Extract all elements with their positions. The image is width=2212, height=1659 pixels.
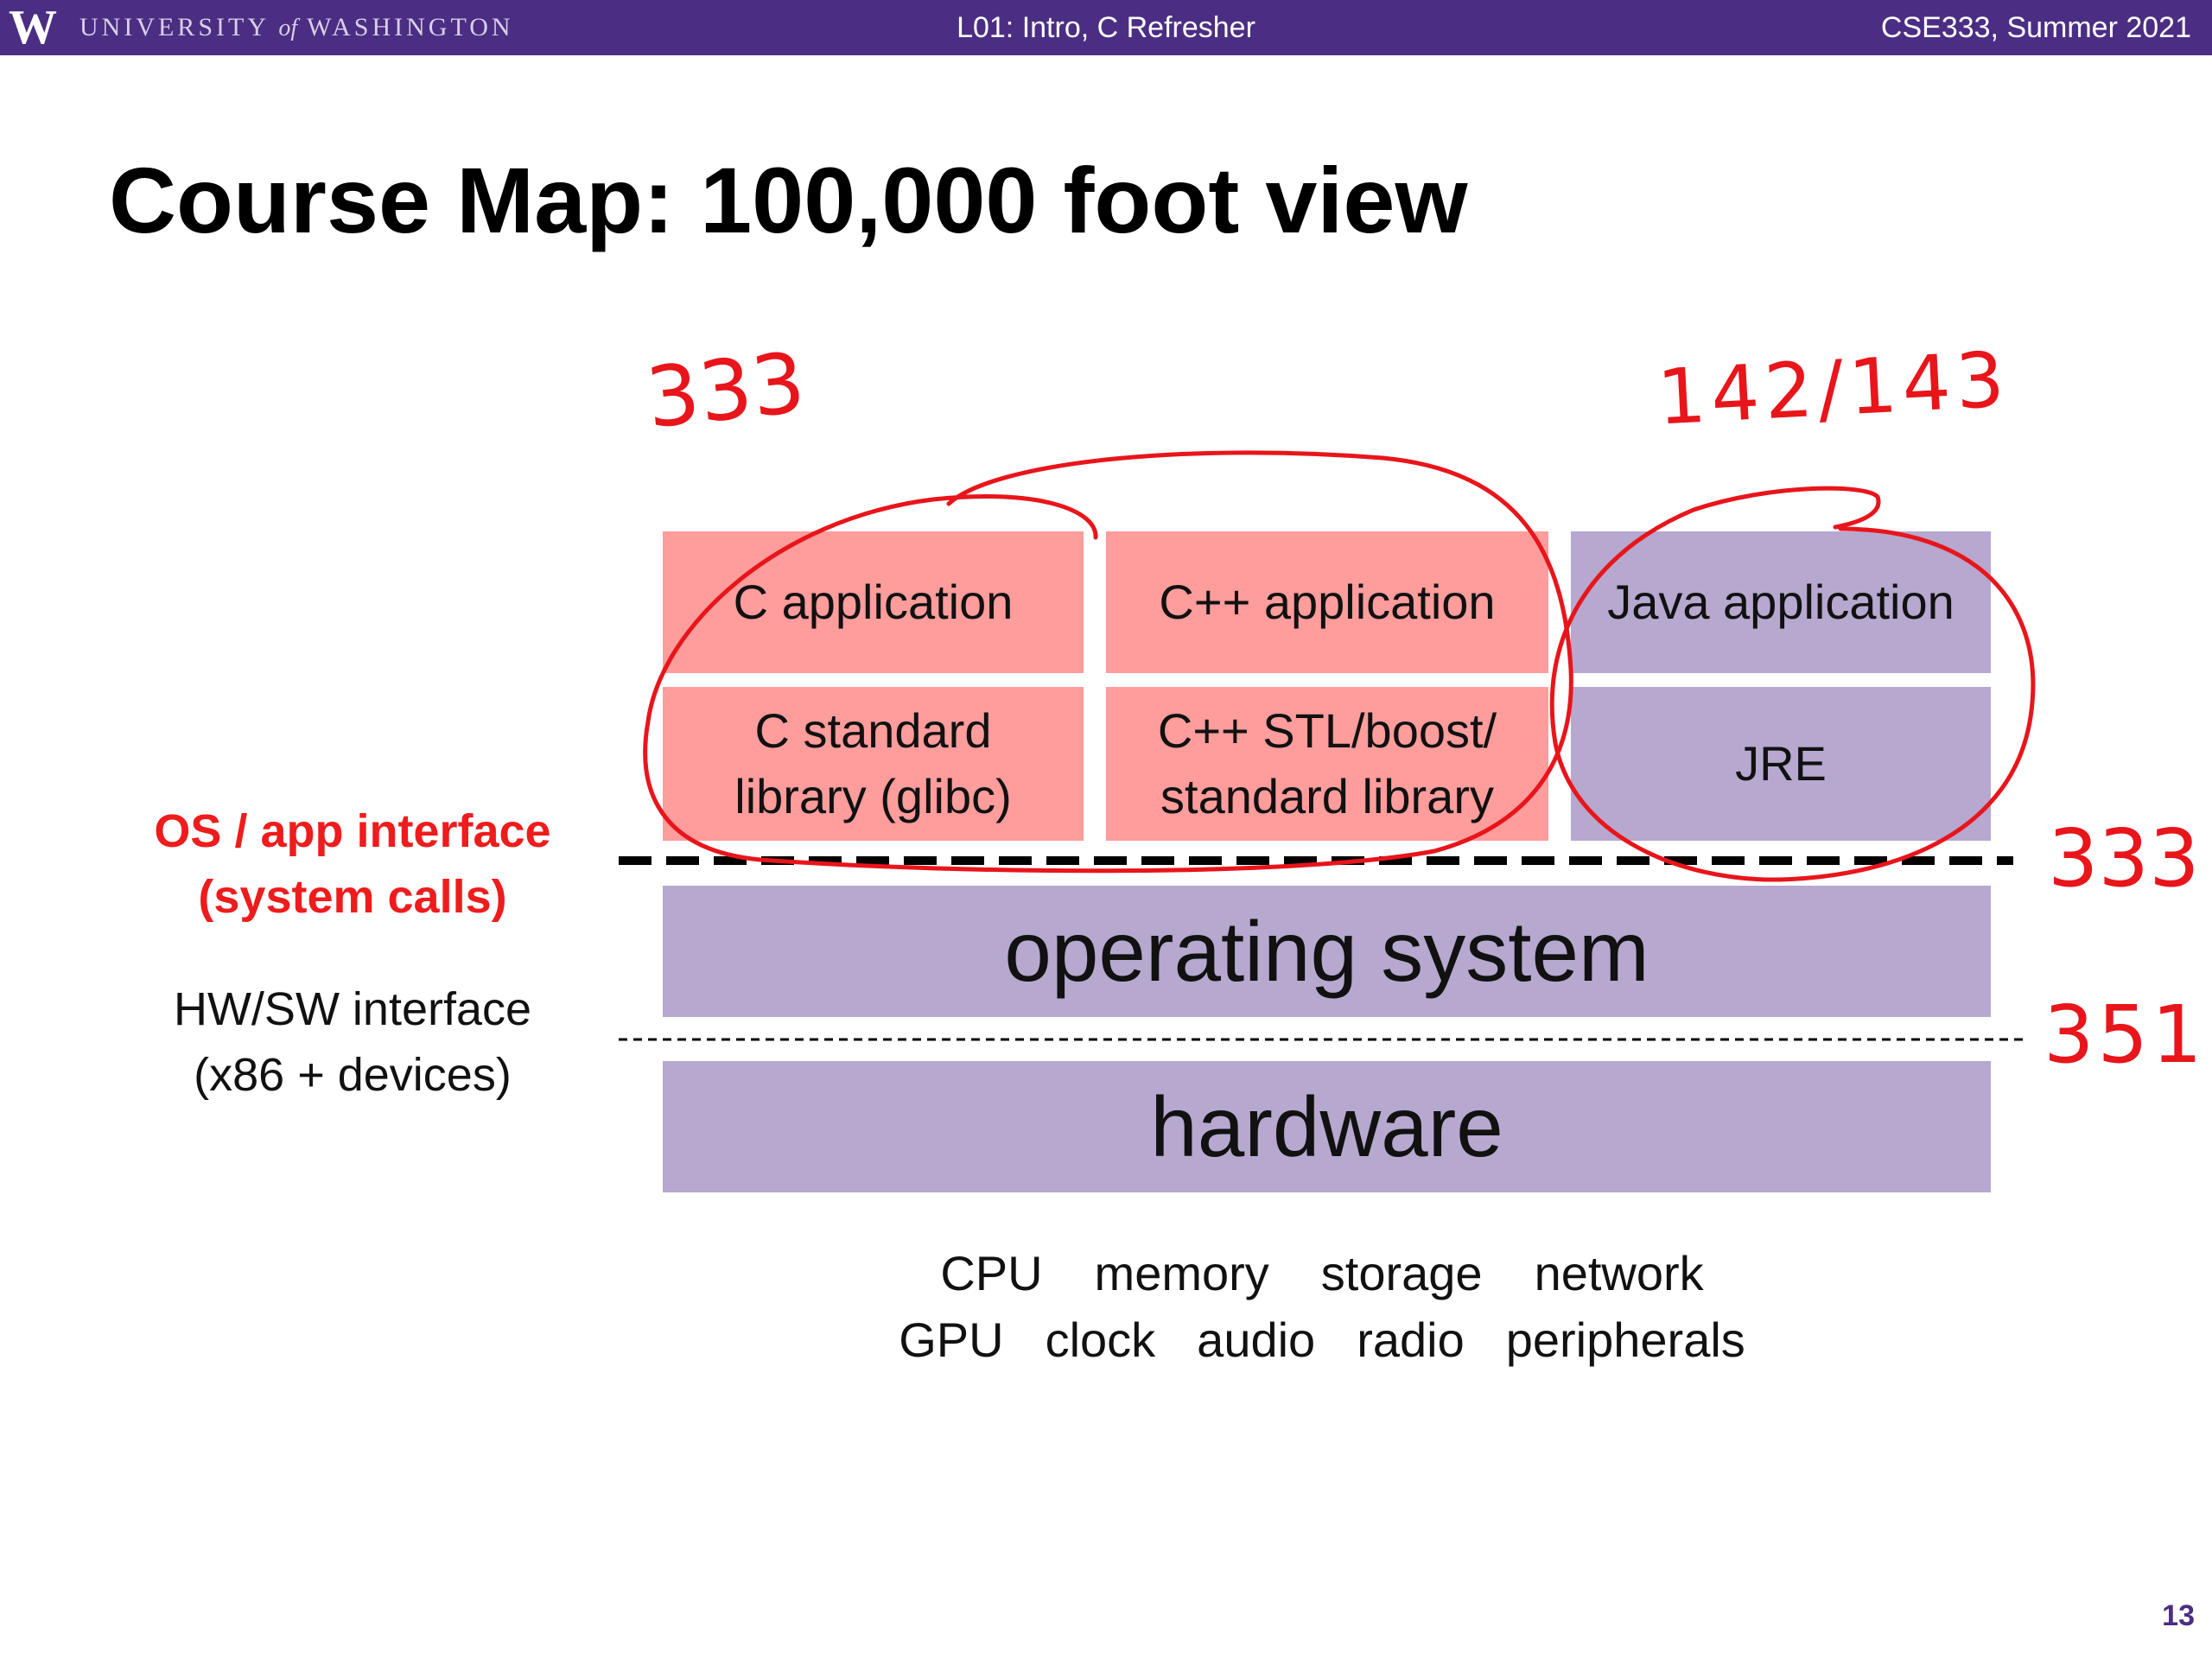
operating-system-label: operating system bbox=[1004, 904, 1649, 999]
cpp-stl-box: C++ STL/boost/ standard library bbox=[1106, 687, 1548, 841]
hw-item: memory bbox=[1094, 1246, 1269, 1300]
hw-item: peripherals bbox=[1505, 1313, 1745, 1367]
java-application-label: Java application bbox=[1607, 575, 1955, 629]
hardware-label: hardware bbox=[1150, 1079, 1503, 1174]
c-application-label: C application bbox=[733, 575, 1014, 629]
os-app-interface-line2: (system calls) bbox=[198, 871, 507, 923]
slide-title: Course Map: 100,000 foot view bbox=[109, 148, 1468, 252]
cpp-stl-line2: standard library bbox=[1160, 769, 1494, 823]
hardware-box: hardware bbox=[663, 1061, 1991, 1192]
header-bar: W UNIVERSITY of WASHINGTON L01: Intro, C… bbox=[0, 0, 2212, 55]
course-label: CSE333, Summer 2021 bbox=[1880, 11, 2191, 44]
university-place: WASHINGTON bbox=[307, 13, 514, 41]
uw-logo: W bbox=[9, 1, 57, 54]
hw-item: clock bbox=[1045, 1313, 1156, 1367]
ink-circle-cpp bbox=[643, 450, 1573, 874]
lecture-title: L01: Intro, C Refresher bbox=[957, 11, 1255, 44]
os-app-interface-label: OS / app interface (system calls) bbox=[111, 798, 594, 930]
jre-label: JRE bbox=[1735, 736, 1827, 791]
c-application-box: C application bbox=[663, 531, 1084, 673]
hw-item: radio bbox=[1357, 1313, 1465, 1367]
ink-label-142-143: 142/143 bbox=[1655, 334, 2012, 442]
ink-circle-java bbox=[1549, 486, 2036, 882]
c-standard-library-box: C standard library (glibc) bbox=[663, 687, 1084, 841]
ink-label-333-side: 333 bbox=[2048, 812, 2200, 905]
operating-system-box: operating system bbox=[663, 886, 1991, 1017]
cpp-application-box: C++ application bbox=[1106, 531, 1548, 673]
java-application-box: Java application bbox=[1571, 531, 1991, 673]
hw-sw-interface-label: HW/SW interface (x86 + devices) bbox=[111, 976, 594, 1108]
slide-number: 13 bbox=[2162, 1599, 2195, 1632]
c-standard-library-line2: library (glibc) bbox=[734, 769, 1012, 823]
ink-label-333-top: 333 bbox=[641, 334, 810, 448]
hw-item: network bbox=[1534, 1246, 1704, 1300]
c-standard-library-line1: C standard bbox=[754, 703, 992, 758]
os-app-interface-line1: OS / app interface bbox=[154, 805, 551, 857]
hw-sw-interface-line2: (x86 + devices) bbox=[194, 1049, 512, 1101]
hw-item: audio bbox=[1197, 1313, 1316, 1367]
university-word: UNIVERSITY bbox=[79, 13, 269, 41]
hw-sw-interface-line1: HW/SW interface bbox=[173, 983, 532, 1035]
cpp-application-label: C++ application bbox=[1159, 575, 1496, 629]
ink-label-351-side: 351 bbox=[2044, 988, 2206, 1081]
cpp-stl-line1: C++ STL/boost/ bbox=[1157, 703, 1497, 758]
university-name: UNIVERSITY of WASHINGTON bbox=[79, 12, 514, 44]
hw-item: CPU bbox=[940, 1246, 1043, 1300]
hardware-components-row2: GPU clock audio radio peripherals bbox=[830, 1307, 1815, 1373]
hw-item: storage bbox=[1320, 1246, 1483, 1300]
jre-box: JRE bbox=[1571, 687, 1991, 841]
university-of: of bbox=[278, 15, 298, 41]
hw-item: GPU bbox=[899, 1313, 1004, 1367]
hardware-components-row1: CPU memory storage network bbox=[830, 1241, 1815, 1306]
